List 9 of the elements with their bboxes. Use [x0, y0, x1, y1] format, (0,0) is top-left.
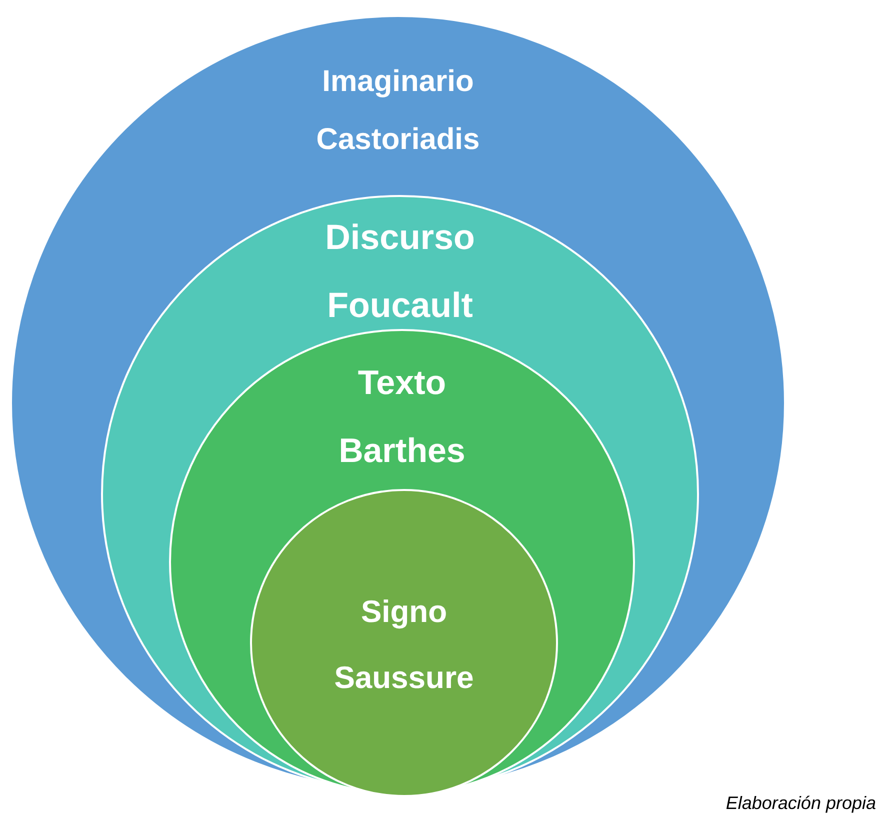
concept-label: Texto	[358, 365, 446, 402]
author-label: Saussure	[334, 661, 474, 696]
author-label: Foucault	[327, 287, 473, 326]
concept-label: Discurso	[325, 219, 475, 258]
author-label: Castoriadis	[316, 123, 480, 156]
caption: Elaboración propia	[726, 793, 876, 814]
concept-label: Signo	[360, 595, 448, 630]
author-label: Barthes	[338, 433, 466, 470]
concept-label: Imaginario	[322, 65, 474, 98]
